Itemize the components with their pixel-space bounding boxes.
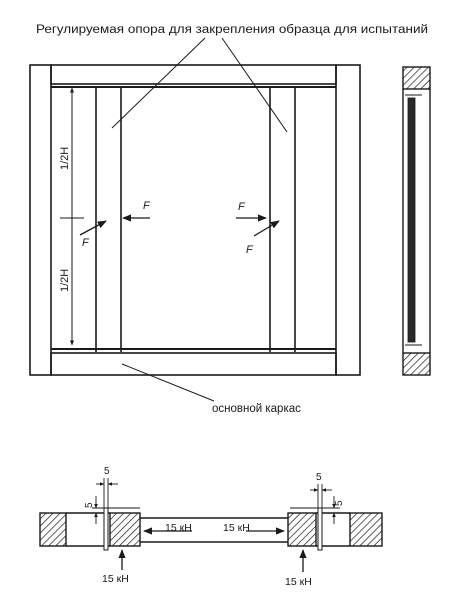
- support-caption: Регулируемая опора для закрепления образ…: [36, 24, 428, 36]
- support-leader-lines: [111, 37, 288, 133]
- specimen-panel: [51, 86, 336, 350]
- left-dimension-marks: [92, 478, 140, 524]
- frame-caption: основной каркас: [212, 403, 301, 415]
- left-dim-5-horizontal: 5: [104, 466, 110, 477]
- left-force-f-horizontal: F: [143, 200, 151, 212]
- load-right-bottom: 15 кН: [285, 576, 312, 588]
- half-h-top-label: 1/2H: [59, 147, 71, 170]
- load-left-bottom: 15 кН: [102, 573, 129, 585]
- right-dimension-marks: [290, 484, 340, 524]
- right-dim-5-vertical: 5: [334, 500, 345, 506]
- load-arrows: [118, 527, 307, 572]
- right-force-f-diagonal: F: [246, 244, 254, 256]
- left-adjustable-support: [95, 87, 122, 352]
- right-force-f-horizontal: F: [238, 201, 246, 213]
- right-dim-5-horizontal: 5: [316, 472, 322, 483]
- load-left-inner: 15 кН: [165, 522, 192, 534]
- left-force-arrows: [79, 214, 150, 236]
- right-force-arrows: [236, 214, 280, 237]
- load-right-inner: 15 кН: [223, 522, 250, 534]
- left-force-f-diagonal: F: [82, 237, 90, 249]
- side-section-view: [402, 66, 431, 376]
- main-frame: [29, 64, 361, 376]
- right-adjustable-support: [269, 87, 296, 352]
- left-dim-5-vertical: 5: [84, 502, 95, 508]
- height-dimension: [60, 87, 84, 346]
- half-h-bottom-label: 1/2H: [59, 269, 71, 292]
- bottom-section-view: [39, 507, 383, 551]
- frame-leader-line: [121, 363, 215, 402]
